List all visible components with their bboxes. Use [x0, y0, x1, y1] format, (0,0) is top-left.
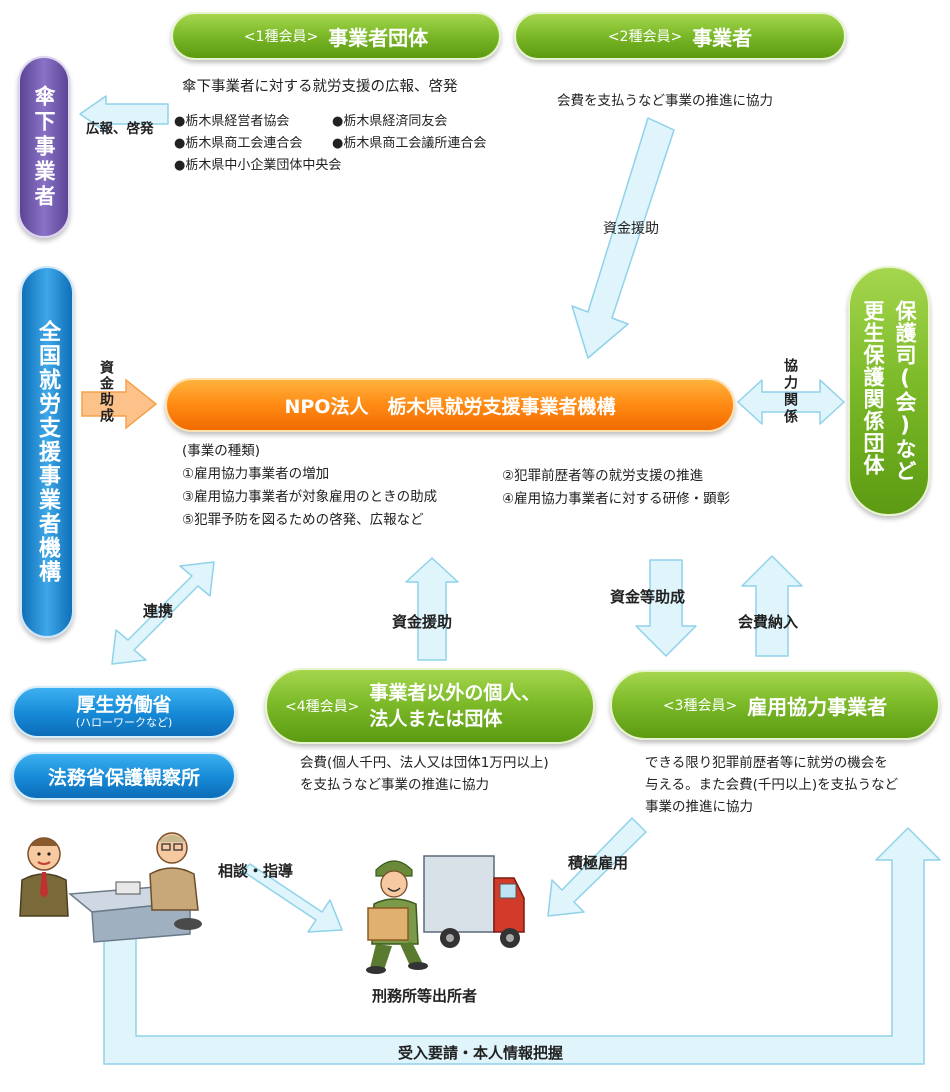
member4-desc-1: 会費(個人千円、法人又は団体1万円以上)	[300, 755, 549, 771]
arrow-fund-etc	[635, 559, 697, 657]
arrow-collab	[111, 561, 215, 665]
member2-desc: 会費を支払うなど事業の推進に協力	[557, 93, 773, 109]
label-fund-mid: 資金援助	[392, 613, 453, 631]
delivery-worker-illustration	[366, 855, 525, 974]
arrow-pr	[79, 95, 169, 133]
label-fee: 会費納入	[738, 613, 799, 631]
hogo-pill: 保護司(会)など 更生保護関係団体	[848, 266, 930, 516]
member1-desc: 傘下事業者に対する就労支援の広報、啓発	[182, 79, 458, 95]
business-type-4: ④雇用協力事業者に対する研修・顕彰	[502, 491, 731, 507]
label-bottom: 受入要請・本人情報把握	[398, 1044, 564, 1062]
member4-tag: <4種会員>	[285, 699, 360, 715]
member1-name: 事業者団体	[328, 25, 429, 50]
org-3: ●栃木県商工会連合会	[174, 136, 303, 151]
arrow-cooperation	[737, 379, 845, 425]
org-5: ●栃木県中小企業団体中央会	[174, 158, 342, 173]
consultation-illustration	[19, 832, 202, 943]
label-fund-top: 資金援助	[603, 221, 659, 237]
arrow-fee	[741, 555, 803, 657]
npo-pill: NPO法人 栃木県就労支援事業者機構	[165, 378, 735, 432]
member3-desc-1: できる限り犯罪前歴者等に就労の機会を	[645, 755, 888, 771]
arrow-loop	[103, 827, 941, 1065]
label-cooperation: 協力関係	[782, 358, 798, 426]
member3-desc-2: 与える。また会費(千円以上)を支払うなど	[645, 777, 899, 793]
arrow-hiring	[547, 817, 647, 917]
member1-pill: <1種会員> 事業者団体	[171, 12, 501, 60]
org-2: ●栃木県経済同友会	[332, 114, 448, 129]
business-types-title: (事業の種類)	[182, 443, 261, 459]
member4-desc-2: を支払うなど事業の推進に協力	[300, 777, 489, 793]
hogo-line2: 更生保護関係団体	[861, 300, 885, 476]
member2-pill: <2種会員> 事業者	[514, 12, 846, 60]
member3-desc-3: 事業の推進に協力	[645, 799, 753, 815]
member1-tag: <1種会員>	[243, 29, 319, 45]
business-type-1: ①雇用協力事業者の増加	[182, 466, 330, 482]
business-type-3: ③雇用協力事業者が対象雇用のときの助成	[182, 489, 438, 505]
mhlw-name: 厚生労働省	[76, 694, 172, 716]
member3-pill: <3種会員> 雇用協力事業者	[610, 670, 940, 740]
national-pill: 全国就労支援事業者機構	[20, 266, 74, 638]
member4-name-line2: 法人または団体	[369, 708, 503, 730]
arrow-fund-grant	[81, 378, 158, 430]
mhlw-sub: (ハローワークなど)	[75, 716, 173, 729]
business-type-5: ⑤犯罪予防を図るための啓発、広報など	[182, 512, 424, 528]
member4-pill: <4種会員> 事業者以外の個人、 法人または団体	[265, 668, 595, 744]
member2-name: 事業者	[692, 25, 753, 50]
label-hiring: 積極雇用	[568, 854, 629, 872]
label-fund-etc: 資金等助成	[610, 588, 686, 606]
member3-tag: <3種会員>	[662, 698, 738, 714]
subsidiary-pill: 傘下事業者	[18, 56, 70, 238]
arrow-fund-mid	[405, 557, 459, 661]
member3-name: 雇用協力事業者	[747, 694, 888, 719]
arrow-fund-top	[571, 117, 675, 359]
org-1: ●栃木県経営者協会	[174, 114, 290, 129]
business-type-2: ②犯罪前歴者等の就労支援の推進	[502, 468, 704, 484]
member2-tag: <2種会員>	[607, 29, 683, 45]
label-consult: 相談・指導	[218, 862, 294, 880]
label-pr: 広報、啓発	[86, 121, 154, 137]
label-released: 刑務所等出所者	[372, 987, 478, 1005]
label-collab: 連携	[143, 602, 174, 620]
hogo-line1: 保護司(会)など	[893, 300, 917, 482]
arrow-consult	[237, 863, 343, 933]
mhlw-pill: 厚生労働省 (ハローワークなど)	[12, 686, 236, 738]
moj-pill: 法務省保護観察所	[12, 752, 236, 800]
member4-name-line1: 事業者以外の個人、	[369, 682, 541, 704]
label-fund-grant: 資金助成	[98, 360, 114, 424]
org-4: ●栃木県商工会議所連合会	[332, 136, 487, 151]
